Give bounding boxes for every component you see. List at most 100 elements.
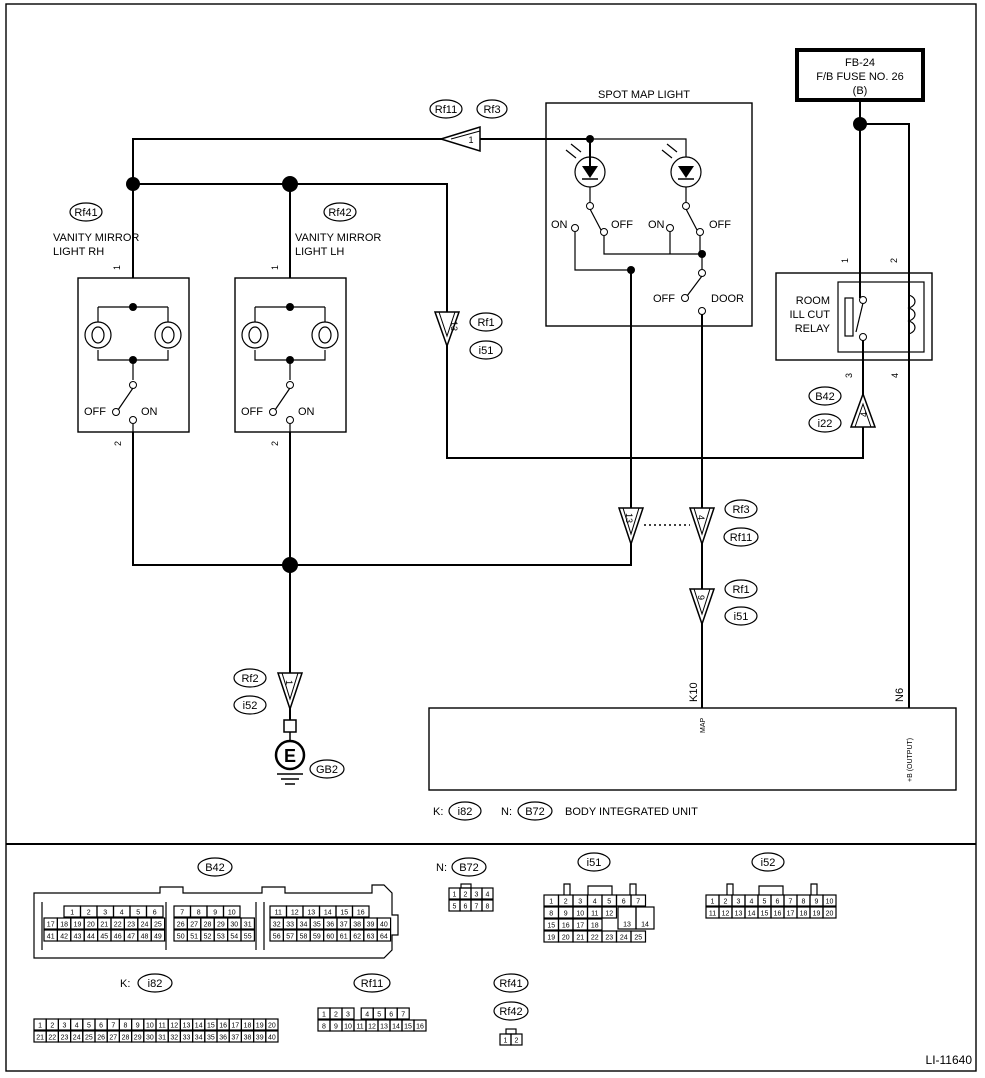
cv-i51-row2-pin: 10 — [576, 911, 584, 918]
vanity-lh-off: OFF — [241, 406, 263, 418]
cv-rf41-row1-pin: 2 — [515, 1038, 519, 1045]
ground-connector-label-b: i52 — [243, 700, 258, 712]
ground-label: GB2 — [316, 764, 338, 776]
cv-b42-row2c-cell — [376, 917, 392, 930]
cv-b42-row2a-pin: 20 — [87, 922, 95, 929]
cv-i82-row1-pin: 14 — [195, 1023, 203, 1030]
cv-i82-row1-pin: 16 — [219, 1023, 227, 1030]
cv-rf11-row2-pin: 14 — [392, 1024, 400, 1031]
legend-k-conn: i82 — [458, 806, 473, 818]
spot-map-light: SPOT MAP LIGHT ON OFF ON OFF OFF DOOR — [545, 89, 753, 327]
cv-b72-row2-cell — [481, 899, 494, 912]
cv-rf11-row1-pin: 4 — [365, 1012, 369, 1019]
cv-i52-row2-pin: 19 — [813, 911, 821, 918]
cv-i51-row1-pin: 1 — [549, 899, 553, 906]
cv-i82-row2-pin: 40 — [268, 1035, 276, 1042]
cv-b42-row3a-pin: 48 — [141, 934, 149, 941]
cv-i51-row2b-cell — [635, 906, 655, 930]
cv-b42-row1-cell — [145, 905, 164, 918]
cv-i52-row2-pin: 17 — [787, 911, 795, 918]
fuse-line2: F/B FUSE NO. 26 — [816, 71, 903, 83]
cv-b42-row2a-pin: 22 — [114, 922, 122, 929]
cv-b72-row1-pin: 1 — [453, 892, 457, 899]
cv-b42-row2b-pin: 29 — [217, 922, 225, 929]
cv-i82-prefix: K: — [120, 978, 130, 990]
cv-b42-row2c-pin: 32 — [273, 922, 281, 929]
cv-i51-row2-pin: 9 — [564, 911, 568, 918]
cv-b42-row2c-pin: 38 — [353, 922, 361, 929]
cv-b42-row1b-pin: 9 — [213, 910, 217, 917]
cv-b42-row1c-pin: 14 — [324, 910, 332, 917]
cv-b42-row3b-pin: 52 — [204, 934, 212, 941]
cv-rf11-row1-pin: 3 — [346, 1012, 350, 1019]
cv-i82-row2-pin: 27 — [109, 1035, 117, 1042]
cv-i52-row1-pin: 8 — [802, 899, 806, 906]
room-ill-cut-relay: 1 2 ROOM ILL CUT RELAY 3 4 — [775, 258, 933, 378]
cv-i52-row1-pin: 2 — [724, 899, 728, 906]
vanity-rh-pin-top: 1 — [112, 265, 122, 270]
cv-b42-row1b-pin: 10 — [228, 910, 236, 917]
cv-i82-row1-pin: 18 — [244, 1023, 252, 1030]
cv-rf11-row2-pin: 16 — [416, 1024, 424, 1031]
relay-pin3: 3 — [844, 373, 854, 378]
cv-i51-row2-pin: 11 — [591, 911, 598, 918]
cv-b42-row1-pin: 2 — [87, 910, 91, 917]
mid-connector-label-b: i51 — [479, 345, 494, 357]
legend-n-conn: B72 — [525, 806, 545, 818]
cv-b42-row2b-pin: 26 — [177, 922, 185, 929]
cv-b42-row3b-cell — [240, 929, 255, 942]
pair-connector-label-b: Rf11 — [730, 532, 752, 544]
cv-i82-row2-pin: 35 — [207, 1035, 215, 1042]
fuse-line1: FB-24 — [845, 57, 875, 69]
cv-b42-row3b-pin: 51 — [190, 934, 198, 941]
cv-b42-row2b-pin: 31 — [244, 922, 252, 929]
cv-b42-row2c-pin: 33 — [286, 922, 294, 929]
cv-b42-row2a-pin: 21 — [100, 922, 108, 929]
relay-connector-pin: 4 — [859, 412, 869, 417]
cv-i52-row2-pin: 14 — [748, 911, 756, 918]
cv-i51-row1-pin: 6 — [622, 899, 626, 906]
cv-i82-row2-pin: 26 — [97, 1035, 105, 1042]
cv-i51-row4-pin: 25 — [634, 935, 642, 942]
cv-b42-row3a-pin: 45 — [100, 934, 108, 941]
cv-b42-row1-pin: 1 — [70, 910, 74, 917]
cv-b42-row3a-pin: 49 — [154, 934, 162, 941]
wires — [132, 100, 910, 720]
cv-rf41-label: Rf41 — [499, 978, 522, 990]
cv-b42-row2c-pin: 37 — [340, 922, 348, 929]
cv-i52-row1-pin: 10 — [826, 899, 834, 906]
cv-i82-label: i82 — [148, 978, 163, 990]
cv-i82-row1-pin: 19 — [256, 1023, 264, 1030]
cv-b42-row3a-cell — [150, 929, 166, 942]
unit-pin-n6: N6 — [894, 688, 906, 702]
cv-i51-row1-cell — [630, 894, 647, 907]
cv-i82-row1-pin: 2 — [50, 1023, 54, 1030]
cv-i82-row1-pin: 8 — [124, 1023, 128, 1030]
cv-i51-row4-cell — [630, 930, 647, 943]
spot-on-2: ON — [648, 219, 665, 231]
unit-pin-k10: K10 — [688, 682, 700, 702]
cv-i52-row2-cell — [822, 906, 837, 919]
cv-i51-row3-cell — [586, 918, 603, 931]
cv-i82-row1-pin: 12 — [170, 1023, 178, 1030]
cv-i52-row2-pin: 18 — [800, 911, 808, 918]
cv-b42-row3a-pin: 44 — [87, 934, 95, 941]
cv-b72-row1-pin: 3 — [475, 892, 479, 899]
cv-i52-row1-pin: 7 — [789, 899, 793, 906]
pair-connector-label-a: Rf3 — [732, 504, 749, 516]
relay-pin1: 1 — [840, 258, 850, 263]
connector-rf1-i51-mid: 13 Rf1 i51 — [433, 311, 503, 360]
cv-i82-row2-pin: 25 — [85, 1035, 93, 1042]
cv-i51-row3-pin: 15 — [547, 923, 555, 930]
cv-i51-row1-pin: 3 — [578, 899, 582, 906]
relay-line2: ILL CUT — [789, 309, 830, 321]
cv-b42-row3c-pin: 61 — [340, 934, 348, 941]
cv-i82-row2-pin: 29 — [134, 1035, 142, 1042]
cv-i51-row3-pin: 18 — [591, 923, 599, 930]
cv-i82-row1-pin: 15 — [207, 1023, 215, 1030]
cv-b42-row3c-pin: 57 — [286, 934, 294, 941]
vanity-lh-on: ON — [298, 406, 315, 418]
spot-door: DOOR — [711, 293, 744, 305]
